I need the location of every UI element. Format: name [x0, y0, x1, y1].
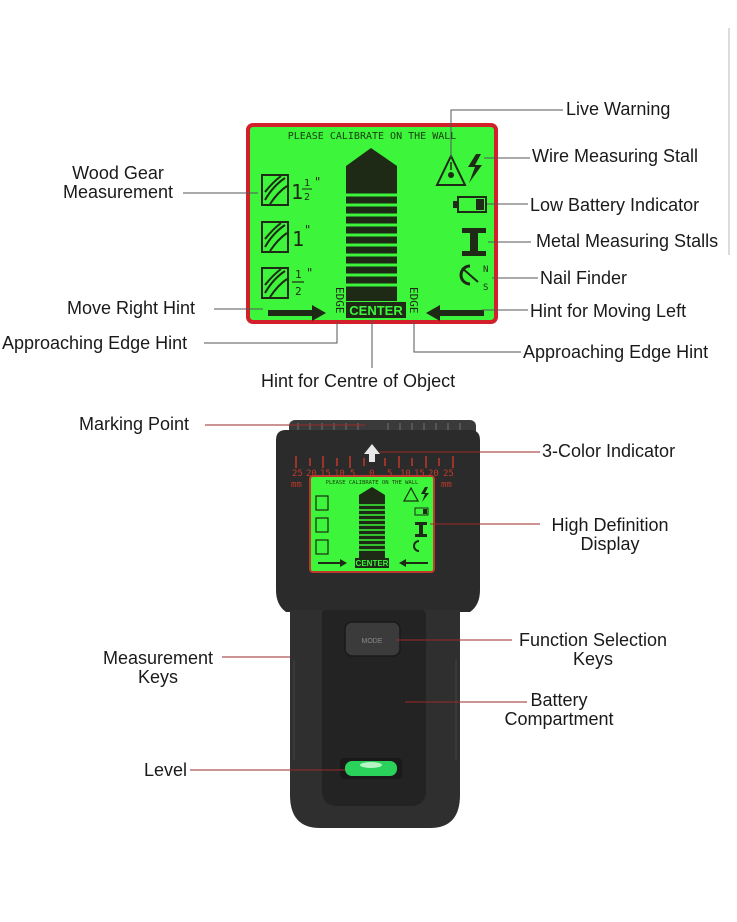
label-hint-moving-left: Hint for Moving Left — [530, 301, 687, 321]
center-text-bg — [346, 302, 406, 318]
three-color-indicator — [364, 444, 380, 462]
label-wire-measuring-stall: Wire Measuring Stall — [532, 146, 699, 166]
stud-finder-device: 25 20 15 10 5 0 5 10 15 20 25 mm mm PLEA… — [276, 420, 480, 828]
label-live-warning: Live Warning — [566, 99, 671, 119]
label-approaching-edge-left: Approaching Edge Hint — [2, 333, 188, 353]
label-nail-finder: Nail Finder — [540, 268, 628, 288]
scale-num: 15 — [320, 469, 331, 479]
label-metal-measuring-stalls: Metal Measuring Stalls — [536, 231, 719, 251]
wood-level-1-den: 2 — [304, 192, 310, 203]
wood-level-1-unit: " — [314, 175, 321, 189]
battery-compartment-panel — [322, 610, 426, 806]
label-battery-line1: Battery — [530, 690, 588, 710]
label-battery-line2: Compartment — [504, 709, 614, 729]
nail-finder-icon — [459, 264, 479, 286]
bar-graph-arrow — [346, 148, 397, 166]
scale-ruler — [295, 456, 454, 468]
label-wood-gear-line1: Wood Gear — [72, 163, 164, 183]
scale-num: 15 — [414, 469, 425, 479]
low-battery-icon — [453, 196, 487, 213]
wood-icon-2 — [261, 221, 289, 253]
wood-level-3-unit: " — [306, 266, 313, 280]
small-lcd-calibrate: PLEASE CALIBRATE ON THE WALL — [326, 480, 419, 486]
wood-level-3-den: 2 — [295, 285, 302, 298]
scale-num: 10 — [400, 469, 411, 479]
leader-lines-device — [190, 424, 540, 771]
label-three-color-indicator: 3-Color Indicator — [542, 441, 676, 461]
label-low-battery-indicator: Low Battery Indicator — [530, 195, 700, 215]
small-bar-graph — [359, 487, 385, 559]
wood-icon-1 — [261, 174, 289, 206]
function-key[interactable] — [344, 621, 401, 657]
wood-level-1-whole: 1 — [291, 180, 303, 204]
scale-num: 10 — [334, 469, 345, 479]
small-left-arrow — [399, 559, 428, 567]
label-move-right-hint: Move Right Hint — [67, 298, 196, 318]
wood-gear-icons — [261, 174, 289, 299]
move-left-arrow — [426, 305, 484, 321]
scale-unit-left: mm — [291, 480, 302, 490]
level-bubble — [360, 762, 382, 768]
leader-lines-top — [183, 109, 563, 368]
small-right-arrow — [318, 559, 347, 567]
metal-ibeam-icon — [462, 228, 486, 256]
scale-num: 5 — [387, 469, 392, 479]
label-function-keys-line1: Function Selection — [518, 630, 668, 650]
label-wood-gear-line2: Measurement — [62, 182, 174, 202]
scale-num: 20 — [306, 469, 317, 479]
label-measurement-keys-line2: Keys — [137, 667, 179, 687]
label-hint-centre-object: Hint for Centre of Object — [261, 371, 456, 391]
lcd-screen-large: PLEASE CALIBRATE ON THE WALL — [246, 123, 498, 324]
edge-left-text: EDGE — [333, 287, 346, 314]
wood-icon-3 — [261, 267, 289, 299]
wood-level-2-unit: " — [304, 223, 311, 237]
label-level: Level — [144, 760, 188, 780]
level-vial — [345, 761, 397, 776]
wood-level-2-whole: 1 — [292, 227, 304, 251]
small-status-icons — [402, 486, 429, 552]
scale-num: 20 — [428, 469, 439, 479]
nail-s-label: S — [483, 283, 488, 293]
lightning-icon — [468, 154, 482, 183]
move-right-arrow — [268, 305, 326, 321]
signal-bar-graph — [346, 148, 397, 301]
scale-num: 5 — [350, 469, 355, 479]
wood-level-3-num: 1 — [295, 268, 302, 281]
scale-num: 0 — [369, 469, 374, 479]
label-function-keys-line2: Keys — [572, 649, 614, 669]
scale-numbers: 25 20 15 10 5 0 5 10 15 20 25 mm mm — [291, 469, 454, 490]
small-center-text: CENTER — [356, 559, 389, 568]
bar-graph-segments — [346, 193, 397, 287]
nail-n-label: N — [483, 265, 488, 275]
wood-level-1-num: 1 — [304, 178, 310, 189]
wood-level-labels: 1 1 2 " 1 " 1 2 " — [291, 175, 321, 298]
scale-unit-right: mm — [441, 480, 452, 490]
live-warning-icon — [435, 153, 467, 186]
lcd-calibrate-text: PLEASE CALIBRATE ON THE WALL — [288, 131, 457, 142]
scale-num: 25 — [443, 469, 454, 479]
center-text: CENTER — [349, 303, 403, 318]
scale-num: 25 — [292, 469, 303, 479]
label-hd-display-line2: Display — [580, 534, 640, 554]
label-approaching-edge-right: Approaching Edge Hint — [523, 342, 709, 362]
label-measurement-keys-line1: Measurement — [102, 648, 214, 668]
label-marking-point: Marking Point — [79, 414, 190, 434]
label-hd-display-line1: High Definition — [551, 515, 669, 535]
small-wood-icons — [315, 495, 329, 555]
function-key-label: MODE — [362, 638, 383, 645]
side-grips — [293, 660, 457, 760]
edge-right-text: EDGE — [407, 287, 420, 314]
